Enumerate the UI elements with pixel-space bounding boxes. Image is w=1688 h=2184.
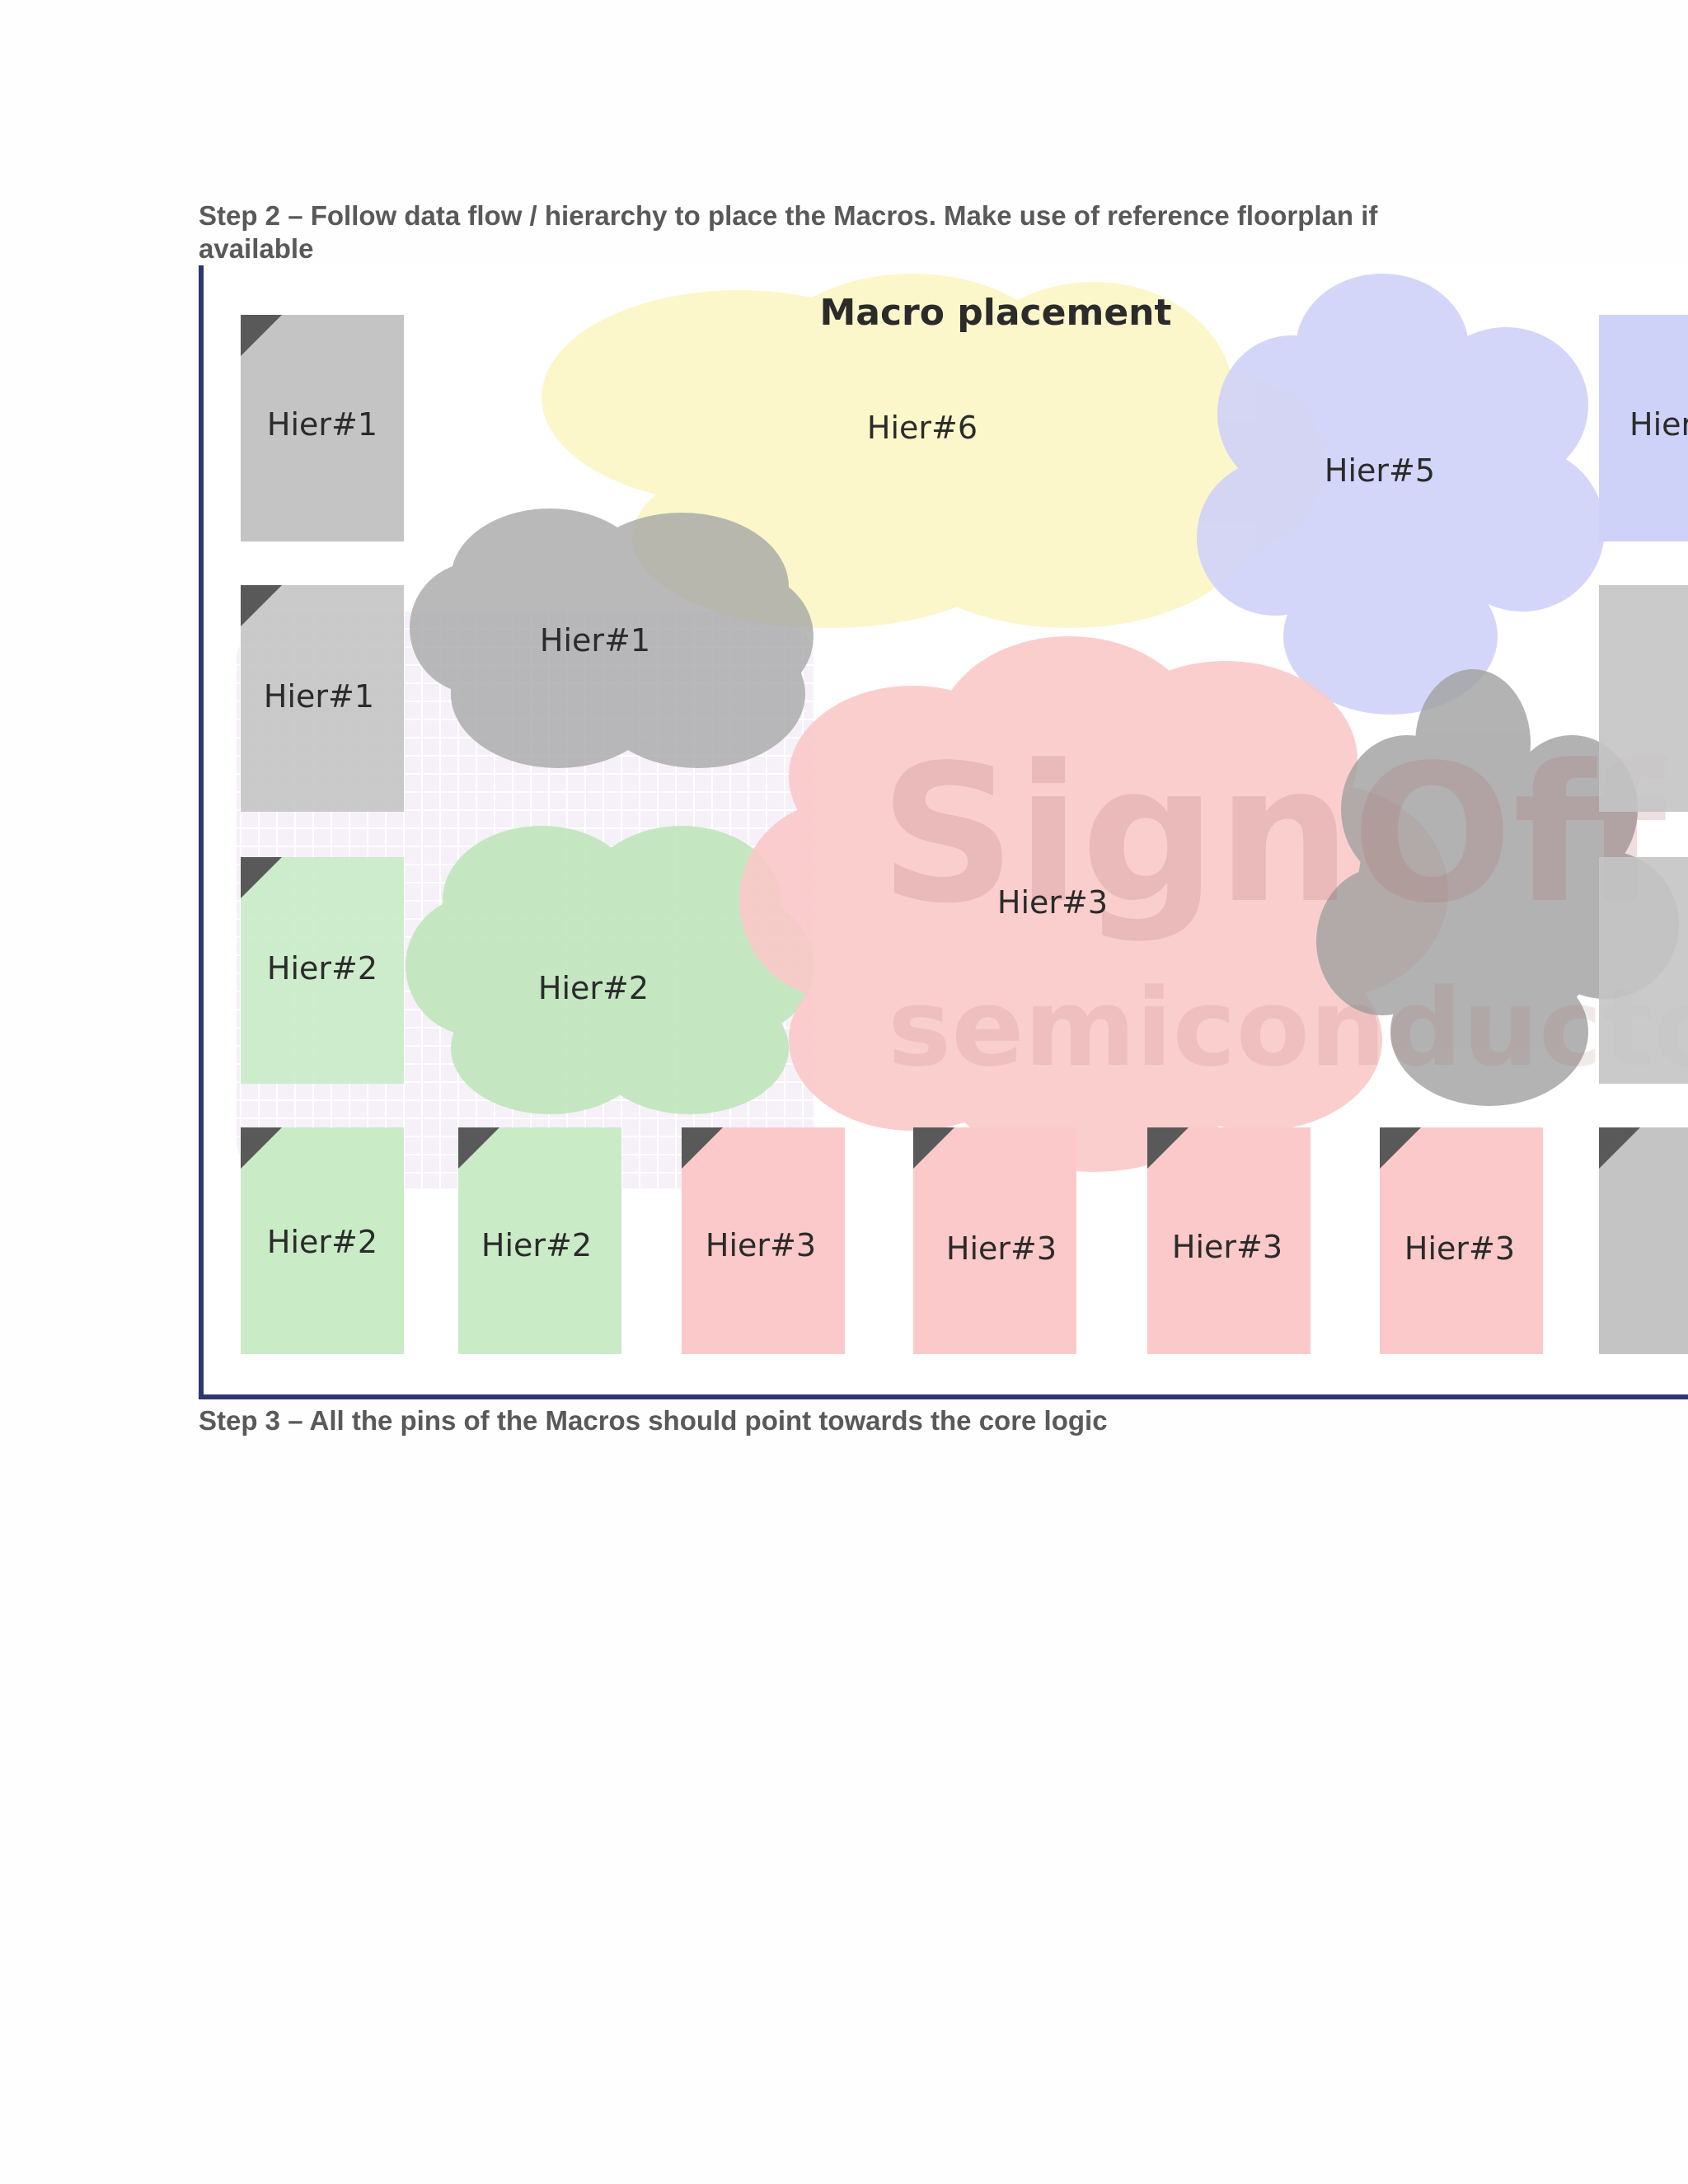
cloud-hier6-label: Hier#6 xyxy=(867,410,978,446)
cloud-hier1-label: Hier#1 xyxy=(540,622,650,658)
macro-hier5-right: Hier xyxy=(1599,315,1688,541)
macro-placement-figure: SignOff semiconductors Hier#1 Hier#1 Hie… xyxy=(199,265,1688,1399)
macro-hier2-bottom-1: Hier#2 xyxy=(241,1127,404,1354)
svg-text:Hier#2: Hier#2 xyxy=(481,1227,592,1263)
svg-text:Hier: Hier xyxy=(1629,406,1688,443)
cloud-hier3 xyxy=(739,636,1448,1172)
macro-hier1-top: Hier#1 xyxy=(241,315,404,541)
cloud-hier2 xyxy=(406,826,814,1114)
svg-text:semiconductors: semiconductors xyxy=(888,965,1688,1090)
svg-text:SignOff: SignOff xyxy=(879,725,1668,945)
macro-hier1-mid: Hier#1 xyxy=(241,585,404,812)
svg-text:Hier#1: Hier#1 xyxy=(267,406,377,443)
svg-text:Hier#2: Hier#2 xyxy=(267,950,377,987)
macro-hier2-left: Hier#2 xyxy=(241,857,404,1084)
step-3-text: Step 3 – All the pins of the Macros shou… xyxy=(199,1405,1108,1436)
macro-hier3-bottom-3: Hier#3 xyxy=(1147,1127,1311,1354)
svg-text:Hier#3: Hier#3 xyxy=(1172,1229,1282,1265)
macro-hier3-bottom-4: Hier#3 xyxy=(1380,1127,1543,1354)
svg-text:Hier#3: Hier#3 xyxy=(946,1230,1057,1267)
svg-text:Hier#3: Hier#3 xyxy=(1404,1230,1515,1267)
macro-gray-right-lower xyxy=(1599,857,1688,1084)
cloud-hier1 xyxy=(410,509,814,768)
watermark: SignOff semiconductors xyxy=(879,725,1688,1090)
macro-gray-bottom-right xyxy=(1599,1127,1688,1354)
svg-text:Hier#3: Hier#3 xyxy=(706,1227,816,1263)
svg-text:Hier#1: Hier#1 xyxy=(264,678,374,715)
figure-title: Macro placement xyxy=(819,292,1171,334)
svg-text:Hier#2: Hier#2 xyxy=(267,1224,377,1260)
macro-hier2-bottom-2: Hier#2 xyxy=(458,1127,621,1354)
macro-hier3-bottom-1: Hier#3 xyxy=(682,1127,845,1354)
cloud-hier3-label: Hier#3 xyxy=(997,884,1108,921)
cloud-hier5-label: Hier#5 xyxy=(1325,452,1435,489)
macro-gray-right-mid xyxy=(1599,585,1688,812)
cloud-hier2-label: Hier#2 xyxy=(538,970,649,1006)
cloud-hier5 xyxy=(1197,274,1605,715)
macro-hier3-bottom-2: Hier#3 xyxy=(913,1127,1076,1354)
floorplan-diagram: SignOff semiconductors Hier#1 Hier#1 Hie… xyxy=(237,274,1688,1354)
step-2-text: Step 2 – Follow data flow / hierarchy to… xyxy=(199,200,1378,264)
